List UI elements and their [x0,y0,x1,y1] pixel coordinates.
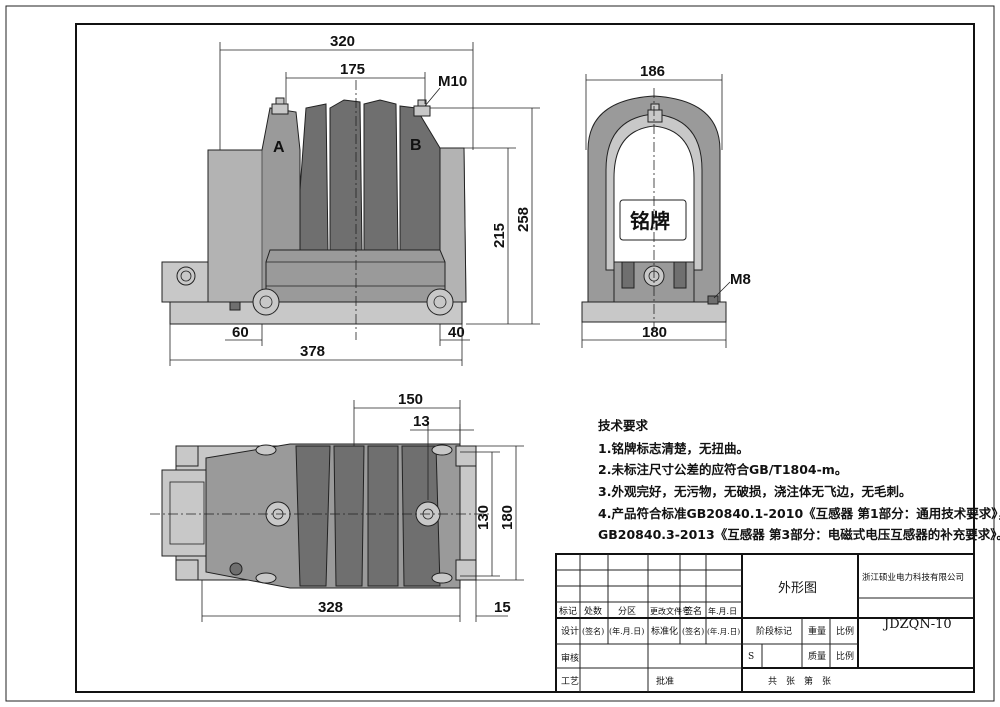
tb-zone: 分区 [618,606,636,617]
dim-258: 258 [515,207,532,232]
technical-requirements: 技术要求 1.铭牌标志清楚，无扭曲。 2.未标注尺寸公差的应符合GB/T1804… [598,418,1000,542]
front-fin-4 [399,105,441,251]
front-fin-3 [363,99,399,251]
tb-sign: 签名 [684,605,702,617]
front-secondary-hole [176,266,196,286]
title-block: 标记 处数 分区 更改文件号 签名 年.月.日 设计 (签名) (年.月.日) … [555,553,975,693]
dim-40: 40 [448,324,465,341]
dim-320: 320 [330,33,355,50]
tb-design-sign: (签名) [582,626,604,636]
top-secondary-box [161,469,213,557]
dim-180-top: 180 [499,505,516,530]
top-fin-2 [333,445,365,587]
dim-328: 328 [318,599,343,616]
terminal-a-label: A [273,139,285,156]
tb-change-doc: 更改文件号 [650,606,690,616]
thread-m8-label: M8 [730,271,751,288]
tb-company: 浙江硕业电力科技有限公司 [862,572,964,583]
front-fin-2 [329,99,363,251]
front-mount-ring-right [426,288,454,316]
tb-count: 处数 [584,605,602,617]
top-mount-slot-2 [431,444,453,456]
tb-standardize: 标准化 [651,625,678,637]
tb-scale-2: 比例 [836,650,854,662]
top-fin-1 [295,445,331,587]
tb-std-date: (年.月.日) [707,626,740,636]
dim-175: 175 [340,61,365,78]
top-mount-slot-4 [431,572,453,584]
nameplate-label: 铭牌 [630,209,670,233]
terminal-b-label: B [410,137,422,154]
top-mount-slot-3 [255,572,277,584]
tb-review: 审核 [561,652,579,664]
requirement-3: 3.外观完好，无污物，无破损，浇注体无飞边，无毛刺。 [598,484,911,499]
tb-stage-mark: 阶段标记 [756,625,792,637]
tb-design: 设计 [561,625,579,637]
tb-mark: 标记 [559,605,577,617]
front-ground-nut [229,301,241,311]
dim-180-side: 180 [642,324,667,341]
terminal-a-stud [271,103,289,115]
tb-stage-s: S [748,652,754,662]
tb-model: JDZQN-10 [882,617,952,632]
tb-approve: 批准 [656,675,674,687]
front-lower-body [265,249,446,303]
terminal-b-stud [413,105,431,117]
dim-378: 378 [300,343,325,360]
dim-13: 13 [413,413,430,430]
top-ground-bolt [229,562,243,576]
tb-design-date: (年.月.日) [609,626,644,636]
top-view: 150 13 130 180 328 15 [150,391,524,622]
thread-m10-label: M10 [438,73,467,90]
dim-215: 215 [491,223,508,248]
dim-60: 60 [232,324,249,341]
side-ground-nut [707,295,719,305]
tb-std-sign: (签名) [682,626,704,636]
nameplate [619,199,687,241]
requirement-4-cont: GB20840.3-2013《互感器 第3部分：电磁式电压互感器的补充要求》。 [598,527,1000,542]
tb-drawing-title: 外形图 [778,581,817,596]
tb-quality: 质量 [808,650,826,662]
requirement-4: 4.产品符合标准GB20840.1-2010《互感器 第1部分：通用技术要求》， [598,506,1000,521]
top-mount-slot-1 [255,444,277,456]
requirements-title: 技术要求 [598,418,649,433]
dim-186: 186 [640,63,665,80]
tb-date: 年.月.日 [708,606,737,616]
tb-total-sheets: 共 张 第 张 [768,675,831,687]
dim-130: 130 [475,505,492,530]
front-base-plate [169,301,463,325]
front-fin-1 [299,103,329,251]
front-mount-ring-left [252,288,280,316]
tb-scale: 比例 [836,625,854,637]
tb-process: 工艺 [561,676,579,687]
requirement-1: 1.铭牌标志清楚，无扭曲。 [598,441,749,456]
tb-weight: 重量 [808,625,826,637]
dim-15: 15 [494,599,511,616]
inner-frame [75,23,975,693]
outer-frame [5,5,995,702]
requirement-2: 2.未标注尺寸公差的应符合GB/T1804-m。 [598,462,847,477]
top-fin-3 [367,445,399,587]
dim-150: 150 [398,391,423,408]
front-view: A B 320 175 M10 258 215 60 40 378 [161,33,540,366]
side-view: 铭牌 186 M8 180 [581,63,751,348]
